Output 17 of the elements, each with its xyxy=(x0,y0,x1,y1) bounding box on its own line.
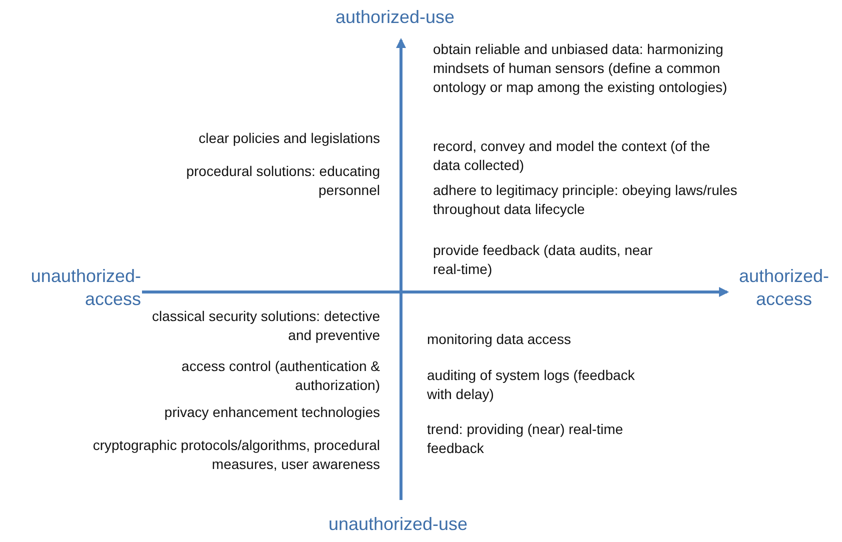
quadrant-note: monitoring data access xyxy=(427,331,571,347)
quadrant-note: cryptographic protocols/algorithms, procedural measures, user awareness xyxy=(92,437,380,472)
quadrant-note: obtain reliable and unbiased data: harmonizing mindsets of human sensors (define a common ontology or map among the existing ontologies) xyxy=(433,41,728,95)
quadrant-note: trend: providing (near) real-time feedback xyxy=(427,421,624,456)
axis-label: authorized-access xyxy=(738,266,830,309)
quadrant-note: access control (authentication & authorization) xyxy=(182,358,380,393)
quadrant-note: adhere to legitimacy principle: obeying laws/rules throughout data lifecycle xyxy=(433,182,738,217)
quadrant-note: clear policies and legislations xyxy=(198,130,380,146)
quadrant-note: provide feedback (data audits, near real-time) xyxy=(433,242,652,277)
axis-label: authorized-use xyxy=(335,7,455,27)
quadrant-note: auditing of system logs (feedback with delay) xyxy=(427,367,635,402)
quadrant-note: procedural solutions: educating personnel xyxy=(186,163,380,198)
axis-label: unauthorized-access xyxy=(30,266,141,309)
quadrant-note: record, convey and model the context (of the data collected) xyxy=(433,138,710,173)
quadrant-note: privacy enhancement technologies xyxy=(164,404,380,420)
quadrant-note: classical security solutions: detective and preventive xyxy=(152,308,380,343)
axis-label: unauthorized-use xyxy=(328,514,468,534)
